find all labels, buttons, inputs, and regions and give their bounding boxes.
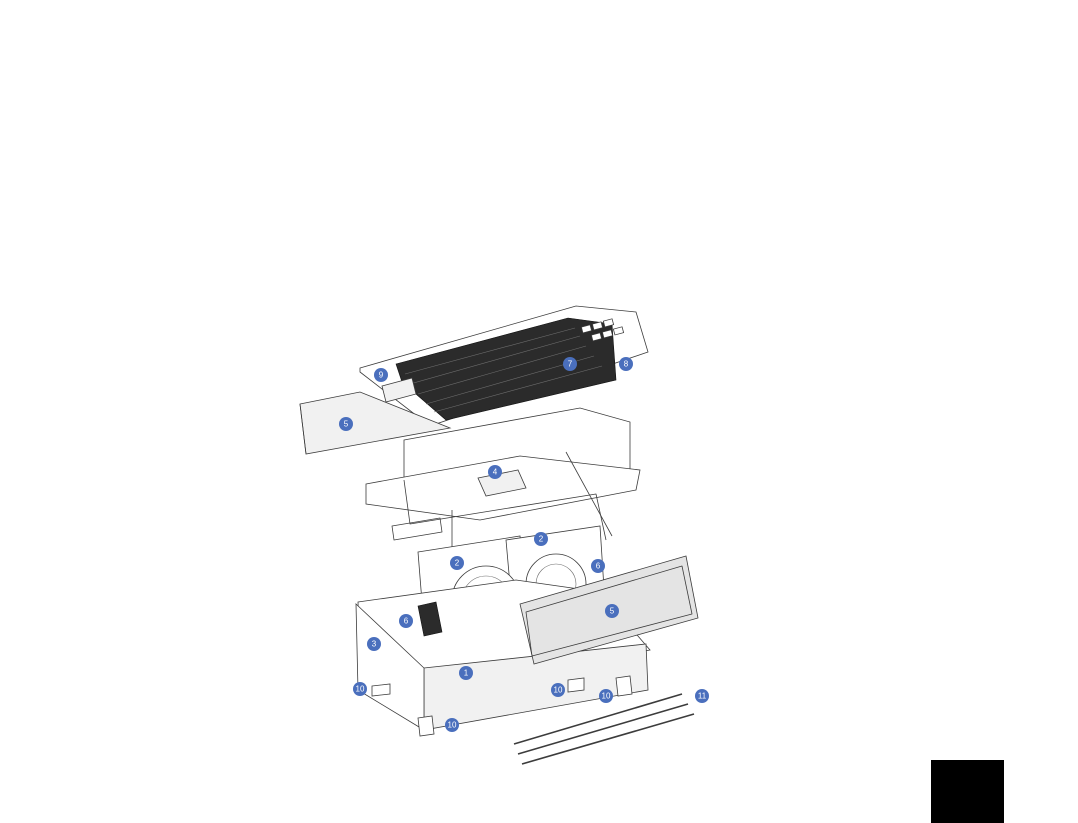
svg-text:5: 5	[344, 420, 349, 429]
callout-2b: 2	[534, 532, 548, 546]
svg-text:7: 7	[568, 360, 573, 369]
callout-4: 4	[488, 465, 502, 479]
callout-6a: 6	[591, 559, 605, 573]
svg-text:1: 1	[464, 669, 469, 678]
svg-text:8: 8	[624, 360, 629, 369]
callout-1: 1	[459, 666, 473, 680]
svg-text:10: 10	[356, 685, 365, 694]
callout-11: 11	[695, 689, 709, 703]
svg-text:3: 3	[372, 640, 377, 649]
callout-3: 3	[367, 637, 381, 651]
callout-6b: 6	[399, 614, 413, 628]
callout-5a: 5	[339, 417, 353, 431]
callout-10c: 10	[551, 683, 565, 697]
svg-text:11: 11	[698, 692, 707, 701]
callout-2a: 2	[450, 556, 464, 570]
svg-text:9: 9	[379, 371, 384, 380]
svg-text:10: 10	[554, 686, 563, 695]
svg-text:10: 10	[448, 721, 457, 730]
callout-5b: 5	[605, 604, 619, 618]
callout-10b: 10	[445, 718, 459, 732]
svg-text:2: 2	[539, 535, 544, 544]
callout-10a: 10	[353, 682, 367, 696]
svg-text:10: 10	[602, 692, 611, 701]
top-cover	[360, 306, 648, 426]
svg-text:6: 6	[404, 617, 409, 626]
callout-10d: 10	[599, 689, 613, 703]
callout-9: 9	[374, 368, 388, 382]
svg-text:2: 2	[455, 559, 460, 568]
corner-block	[931, 760, 1004, 823]
callout-7: 7	[563, 357, 577, 371]
svg-text:6: 6	[596, 562, 601, 571]
svg-text:5: 5	[610, 607, 615, 616]
callout-8: 8	[619, 357, 633, 371]
svg-text:4: 4	[493, 468, 498, 477]
